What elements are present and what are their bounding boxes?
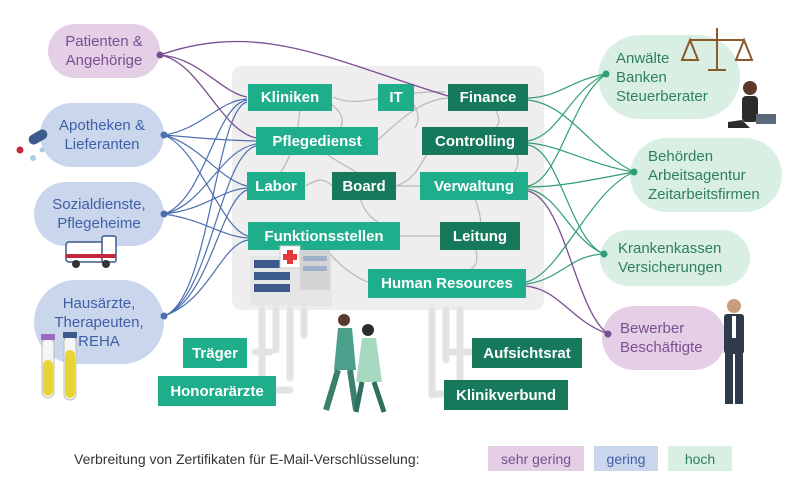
businesswoman-icon [728,81,776,128]
node-pharmacies [160,131,168,139]
legend-low: gering [594,446,658,471]
lines-insurers [525,144,605,285]
group-patients: Patienten & Angehörige [48,24,160,78]
node-applicants [604,330,612,338]
pills-icon [16,129,48,161]
dept-it: IT [378,84,414,111]
test-tubes-icon [41,332,77,401]
dept-kliniken: Kliniken [248,84,332,111]
legend-very-low: sehr gering [488,446,584,471]
lines-authorities [525,99,635,283]
node-doctors [160,312,168,320]
lines-lawyers [527,73,607,187]
businessman-icon [724,299,744,404]
dept-board: Board [332,172,396,200]
scales-icon [680,28,754,71]
group-authorities: Behörden Arbeitsagentur Zeitarbeitsfirme… [630,138,782,212]
legend-high: hoch [668,446,732,471]
group-insurers: Krankenkassen Versicherungen [600,230,750,286]
dept-leitung: Leitung [440,222,520,250]
ext-honorarärzte: Honorarärzte [158,376,276,406]
lines-doctors [163,101,257,317]
node-insurers [600,250,608,258]
walking-doctors-icon [323,314,387,413]
group-lawyers-banks: Anwälte Banken Steuerberater [598,35,740,119]
group-applicants: Bewerber Beschäftigte [602,306,726,370]
dept-human-resources: Human Resources [368,269,526,298]
lines-social [163,99,257,239]
node-social [160,210,168,218]
lines-applicants [525,190,609,335]
dept-finance: Finance [448,84,528,111]
group-doctors: Hausärzte, Therapeuten, REHA [34,280,164,364]
node-patients [156,51,164,59]
node-lawyers [602,70,610,78]
ext-aufsichtsrat: Aufsichtsrat [472,338,582,368]
dept-controlling: Controlling [422,127,528,155]
lines-pharmacies [163,98,257,237]
lines-patients [159,40,449,139]
group-social-services: Sozialdienste, Pflegeheime [34,182,164,246]
hospital-building-icon [250,245,332,306]
node-authorities [630,168,638,176]
legend-title: Verbreitung von Zertifikaten für E-Mail-… [74,451,420,467]
group-pharmacies: Apotheken & Lieferanten [40,103,164,167]
dept-funktionsstellen: Funktionsstellen [248,222,400,250]
dept-pflegedienst: Pflegedienst [256,127,378,155]
dept-verwaltung: Verwaltung [420,172,528,200]
ext-klinikverbund: Klinikverbund [444,380,568,410]
ambulance-icon [65,235,117,268]
dept-labor: Labor [247,172,305,200]
ext-traeger: Träger [183,338,247,368]
